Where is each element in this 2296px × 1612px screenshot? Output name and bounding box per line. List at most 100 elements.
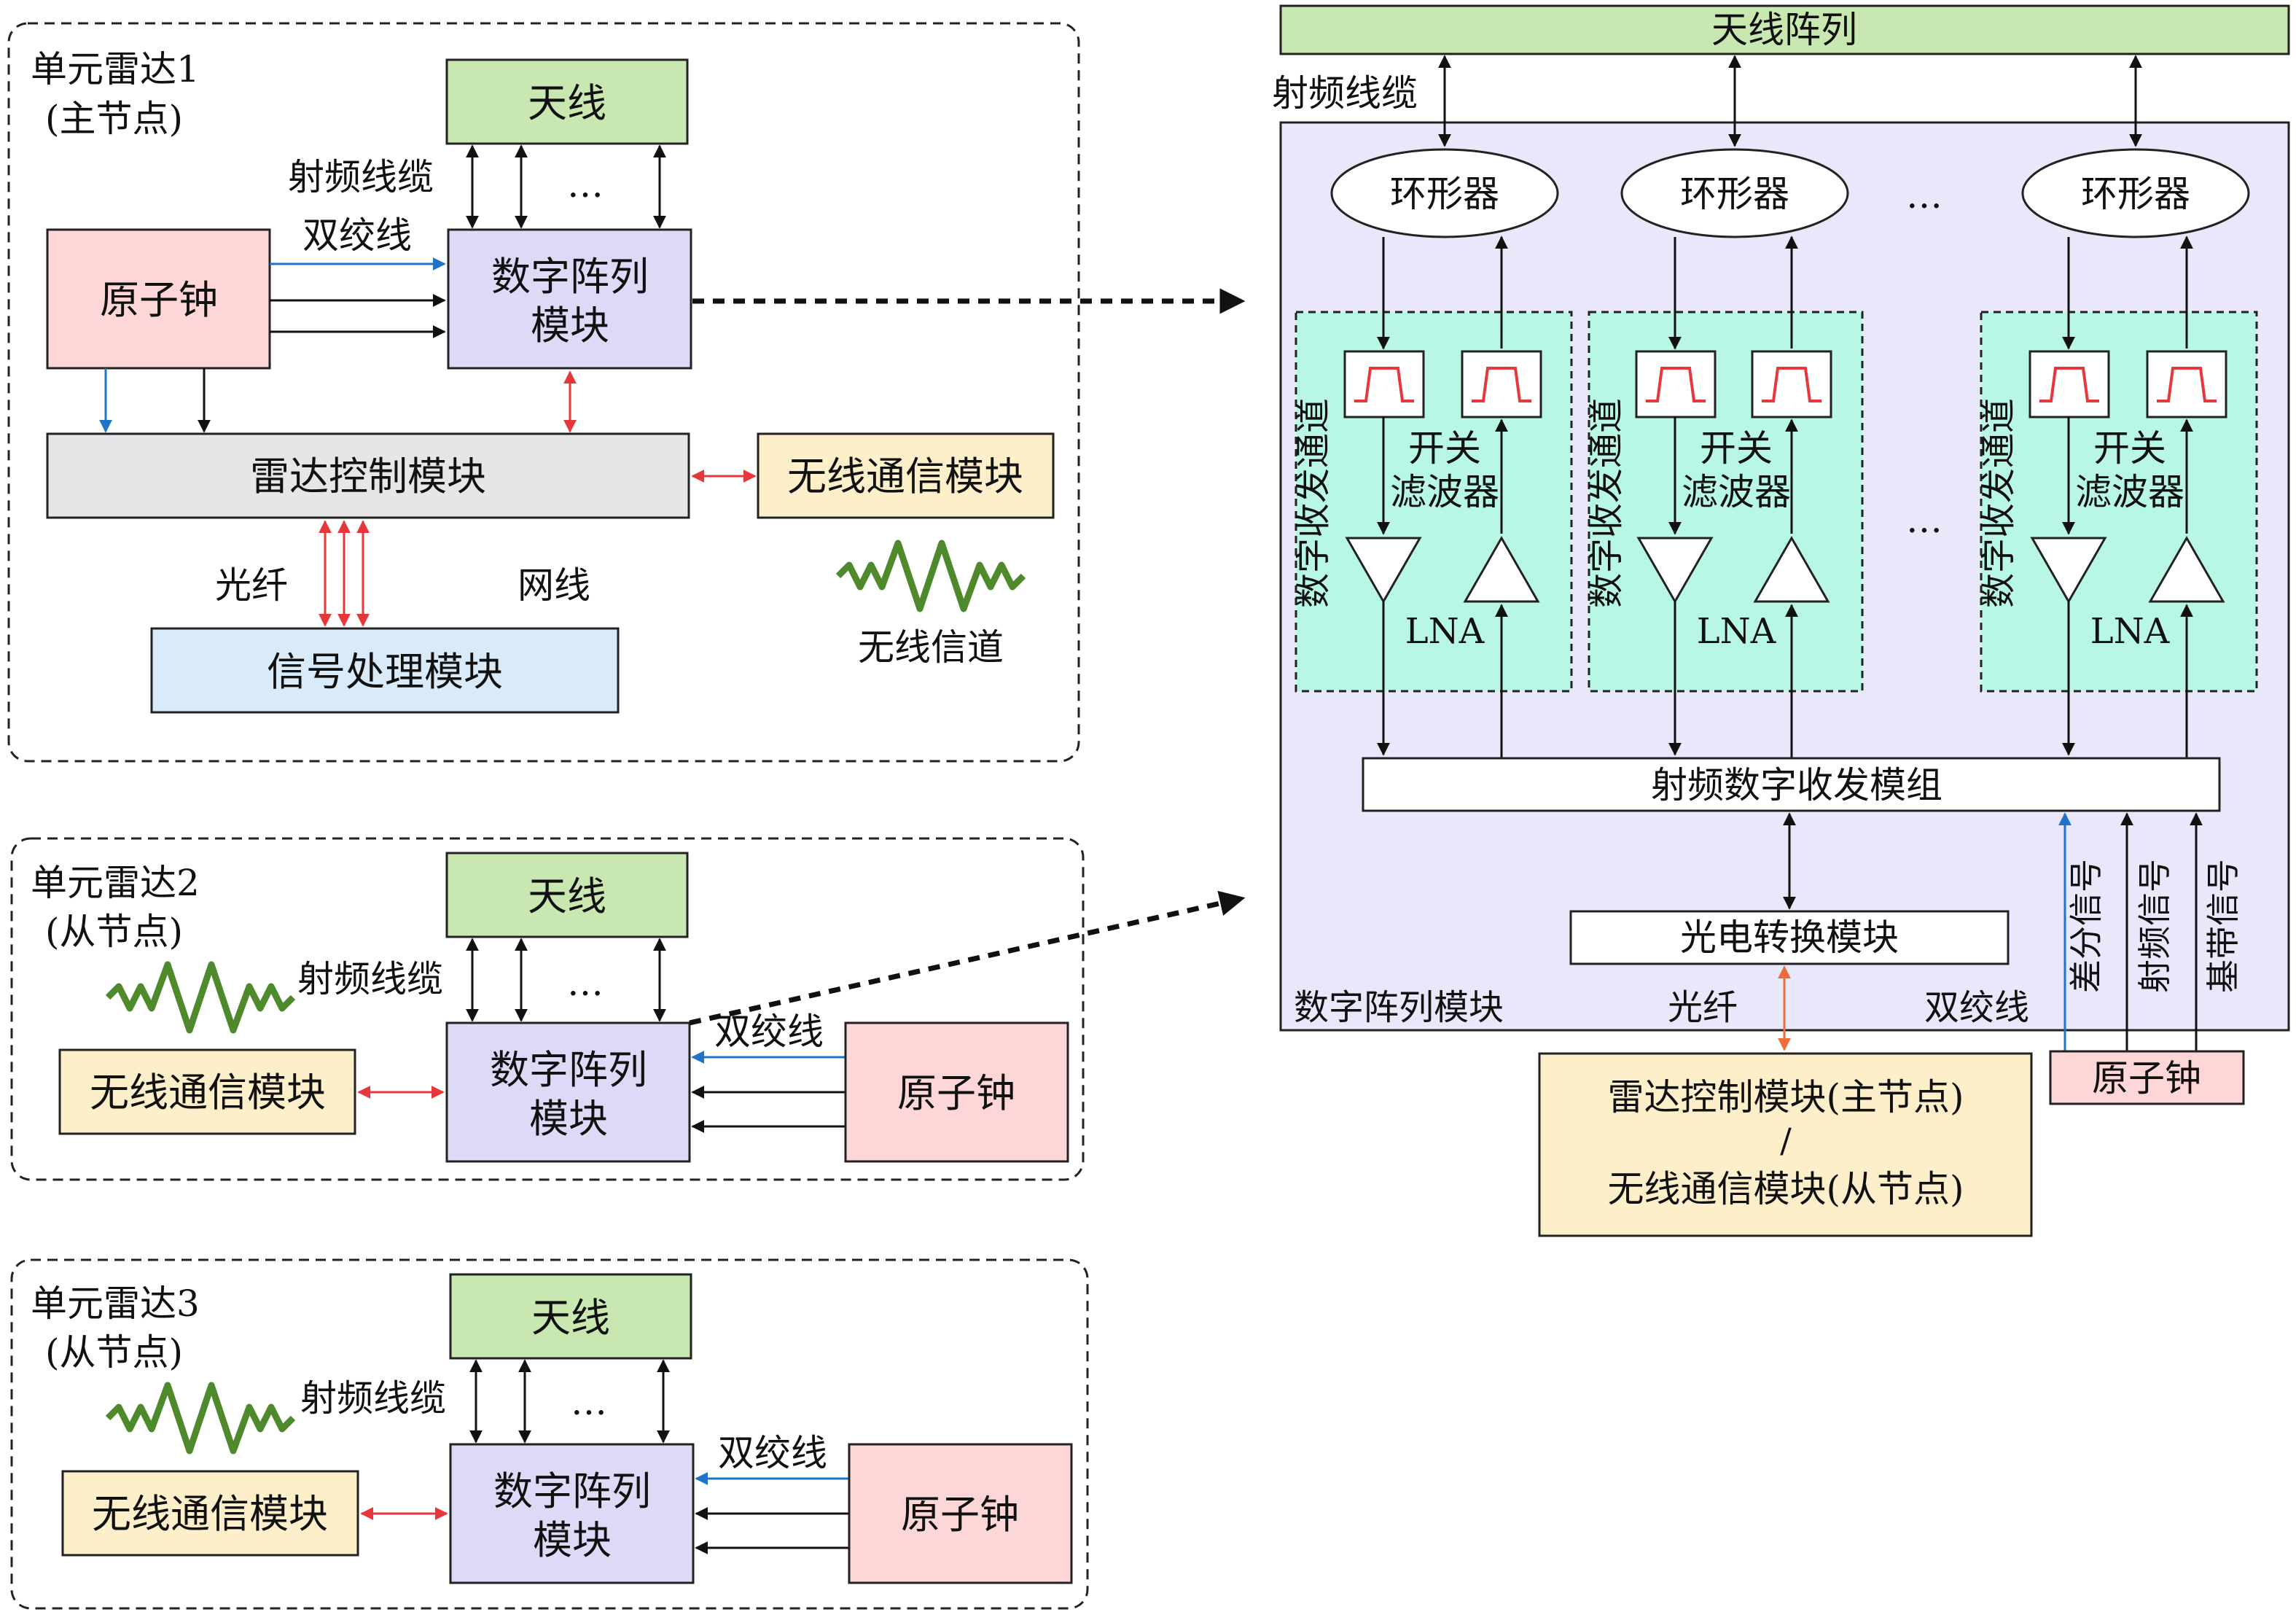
array-twisted-pair-label: 双绞线 bbox=[1924, 987, 2029, 1028]
unit3-twisted-pair-label: 双绞线 bbox=[718, 1432, 827, 1474]
unit2-antenna bbox=[445, 852, 689, 938]
array-fiber-label: 光纤 bbox=[1668, 987, 1738, 1028]
channel-2-switch-label-1: 开关 bbox=[1700, 427, 1773, 470]
channel-3-switch-label-2: 滤波器 bbox=[2075, 471, 2184, 513]
unit2-clock bbox=[844, 1021, 1069, 1163]
unit1-wireless-module bbox=[757, 432, 1055, 519]
unit3-digital-array bbox=[449, 1443, 695, 1584]
antenna-array-bar bbox=[1279, 4, 2290, 55]
unit1-antenna bbox=[445, 58, 689, 145]
bottom-control-separator: / bbox=[1780, 1121, 1792, 1160]
unit3-wireless-module bbox=[61, 1470, 359, 1557]
unit2-digital-array bbox=[445, 1021, 691, 1163]
array-detail-group: 天线阵列 射频线缆 环形器 环形器 环形器 … … 数字收发通道 开关 滤波器 bbox=[1272, 4, 2290, 1237]
unit1-radar-control-label: 雷达控制模块 bbox=[250, 453, 486, 499]
channel-3-switch-filter-rx bbox=[2028, 350, 2110, 418]
unit2-twisted-pair-label: 双绞线 bbox=[714, 1011, 824, 1053]
channel-2-lna-triangle bbox=[1636, 537, 1714, 604]
channel-1-switch-filter-tx bbox=[1461, 350, 1542, 418]
unit3-digital-label-2: 模块 bbox=[533, 1517, 612, 1563]
unit3-role: (从节点) bbox=[45, 1331, 183, 1374]
channel-2-lna-label: LNA bbox=[1697, 611, 1777, 652]
unit3-clock bbox=[848, 1443, 1073, 1584]
unit3-wireless-wave bbox=[105, 1382, 296, 1455]
channel-2-filter-rx-icon bbox=[1646, 367, 1706, 402]
unit1-frame bbox=[7, 22, 1080, 763]
circulator-1 bbox=[1330, 148, 1559, 238]
unit1-signal-processing bbox=[150, 627, 620, 714]
rf-signal-label: 射频信号 bbox=[2135, 859, 2174, 993]
channel-1-switch-label-1: 开关 bbox=[1408, 427, 1481, 470]
unit3-clock-label: 原子钟 bbox=[901, 1492, 1019, 1538]
unit2-title: 单元雷达2 bbox=[31, 862, 200, 904]
channel-3-lna-label: LNA bbox=[2090, 611, 2171, 652]
unit1-fiber-label: 光纤 bbox=[215, 564, 288, 607]
unit1-role: (主节点) bbox=[45, 98, 183, 140]
channel-3-filter-tx-icon bbox=[2157, 367, 2217, 402]
channel-3-filter-rx-icon bbox=[2039, 367, 2099, 402]
channel-1-lna-label: LNA bbox=[1405, 611, 1485, 652]
circulator-3 bbox=[2021, 148, 2250, 238]
unit1-wireless-label: 无线通信模块 bbox=[787, 453, 1023, 499]
unit1-clock-label: 原子钟 bbox=[100, 277, 218, 323]
unit1-frame-group: 单元雷达1 (主节点) 天线 射频线缆 … 原子钟 数字阵列 模块 双绞线 雷达… bbox=[7, 22, 1080, 763]
unit1-wireless-channel-label: 无线信道 bbox=[858, 626, 1004, 669]
antenna-array-label: 天线阵列 bbox=[1711, 9, 1857, 51]
channel-3-label: 数字收发通道 bbox=[1978, 398, 2019, 608]
unit2-rf-cable-label: 射频线缆 bbox=[297, 958, 443, 1000]
array-module-label: 数字阵列模块 bbox=[1294, 987, 1504, 1028]
channel-1-label: 数字收发通道 bbox=[1293, 398, 1334, 608]
channel-2-switch-label-2: 滤波器 bbox=[1682, 471, 1791, 513]
unit3-digital-label-1: 数字阵列 bbox=[493, 1468, 651, 1514]
unit1-wireless-channel-wave bbox=[835, 540, 1026, 612]
circulator-3-label: 环形器 bbox=[2081, 173, 2190, 215]
channel-2-pa-triangle bbox=[1753, 535, 1830, 603]
channel-1-lna-triangle bbox=[1345, 537, 1422, 604]
unit2-ellipsis: … bbox=[567, 962, 604, 1004]
channel-1-pa-triangle bbox=[1463, 535, 1540, 603]
channel-2-label: 数字收发通道 bbox=[1586, 398, 1627, 608]
circulator-2-label: 环形器 bbox=[1680, 173, 1789, 215]
channel-3-pa-triangle bbox=[2148, 535, 2225, 603]
array-rf-cable-label: 射频线缆 bbox=[1272, 72, 1418, 114]
unit1-radar-control bbox=[46, 432, 690, 519]
unit1-digital-label-2: 模块 bbox=[531, 303, 609, 349]
unit1-digital-array bbox=[447, 228, 692, 370]
unit1-ellipsis: … bbox=[567, 163, 604, 206]
channel-3-switch-filter-tx bbox=[2146, 350, 2227, 418]
unit2-digital-label-2: 模块 bbox=[529, 1096, 608, 1142]
circulator-2 bbox=[1620, 148, 1849, 238]
zoom-arrow-unit2 bbox=[689, 890, 1246, 1026]
unit1-signal-processing-label: 信号处理模块 bbox=[267, 649, 503, 695]
channel-1-switch-filter-rx bbox=[1343, 350, 1425, 418]
unit2-digital-label-1: 数字阵列 bbox=[490, 1047, 647, 1093]
optoelectronic-label: 光电转换模块 bbox=[1680, 916, 1899, 959]
channel-1-switch-label-2: 滤波器 bbox=[1390, 471, 1499, 513]
unit1-title: 单元雷达1 bbox=[31, 48, 200, 90]
unit3-wireless-label: 无线通信模块 bbox=[92, 1491, 328, 1537]
unit1-network-label: 网线 bbox=[518, 564, 590, 607]
unit3-antenna-label: 天线 bbox=[531, 1295, 610, 1341]
unit2-role: (从节点) bbox=[45, 911, 183, 953]
unit2-wireless-wave bbox=[105, 961, 296, 1034]
array-clock bbox=[2049, 1050, 2245, 1105]
unit3-frame-group: 单元雷达3 (从节点) 天线 射频线缆 … 无线通信模块 数字阵列 模块 双绞线… bbox=[10, 1258, 1089, 1610]
unit2-frame bbox=[10, 837, 1085, 1181]
channel-1: 数字收发通道 开关 滤波器 LNA bbox=[1293, 235, 1573, 758]
unit3-ellipsis: … bbox=[571, 1381, 607, 1423]
unit1-clock bbox=[46, 228, 271, 370]
channel-2: 数字收发通道 开关 滤波器 LNA bbox=[1586, 235, 1864, 758]
unit2-frame-group: 单元雷达2 (从节点) 天线 射频线缆 … 无线通信模块 数字阵列 模块 双绞线… bbox=[10, 837, 1085, 1181]
bottom-control-line-2: 无线通信模块(从节点) bbox=[1607, 1168, 1964, 1210]
bottom-control-box bbox=[1538, 1052, 2033, 1237]
unit2-antenna-label: 天线 bbox=[528, 873, 606, 919]
bottom-control-line-1: 雷达控制模块(主节点) bbox=[1607, 1076, 1964, 1118]
unit3-rf-cable-label: 射频线缆 bbox=[300, 1377, 446, 1420]
unit1-digital-label-1: 数字阵列 bbox=[491, 254, 649, 300]
unit1-antenna-label: 天线 bbox=[528, 80, 606, 126]
channel-3-lna-triangle bbox=[2030, 537, 2107, 604]
channel-2-filter-tx-icon bbox=[1762, 367, 1821, 402]
rf-transceiver-label: 射频数字收发模组 bbox=[1651, 764, 1942, 806]
channel-3-switch-label-1: 开关 bbox=[2093, 427, 2166, 470]
